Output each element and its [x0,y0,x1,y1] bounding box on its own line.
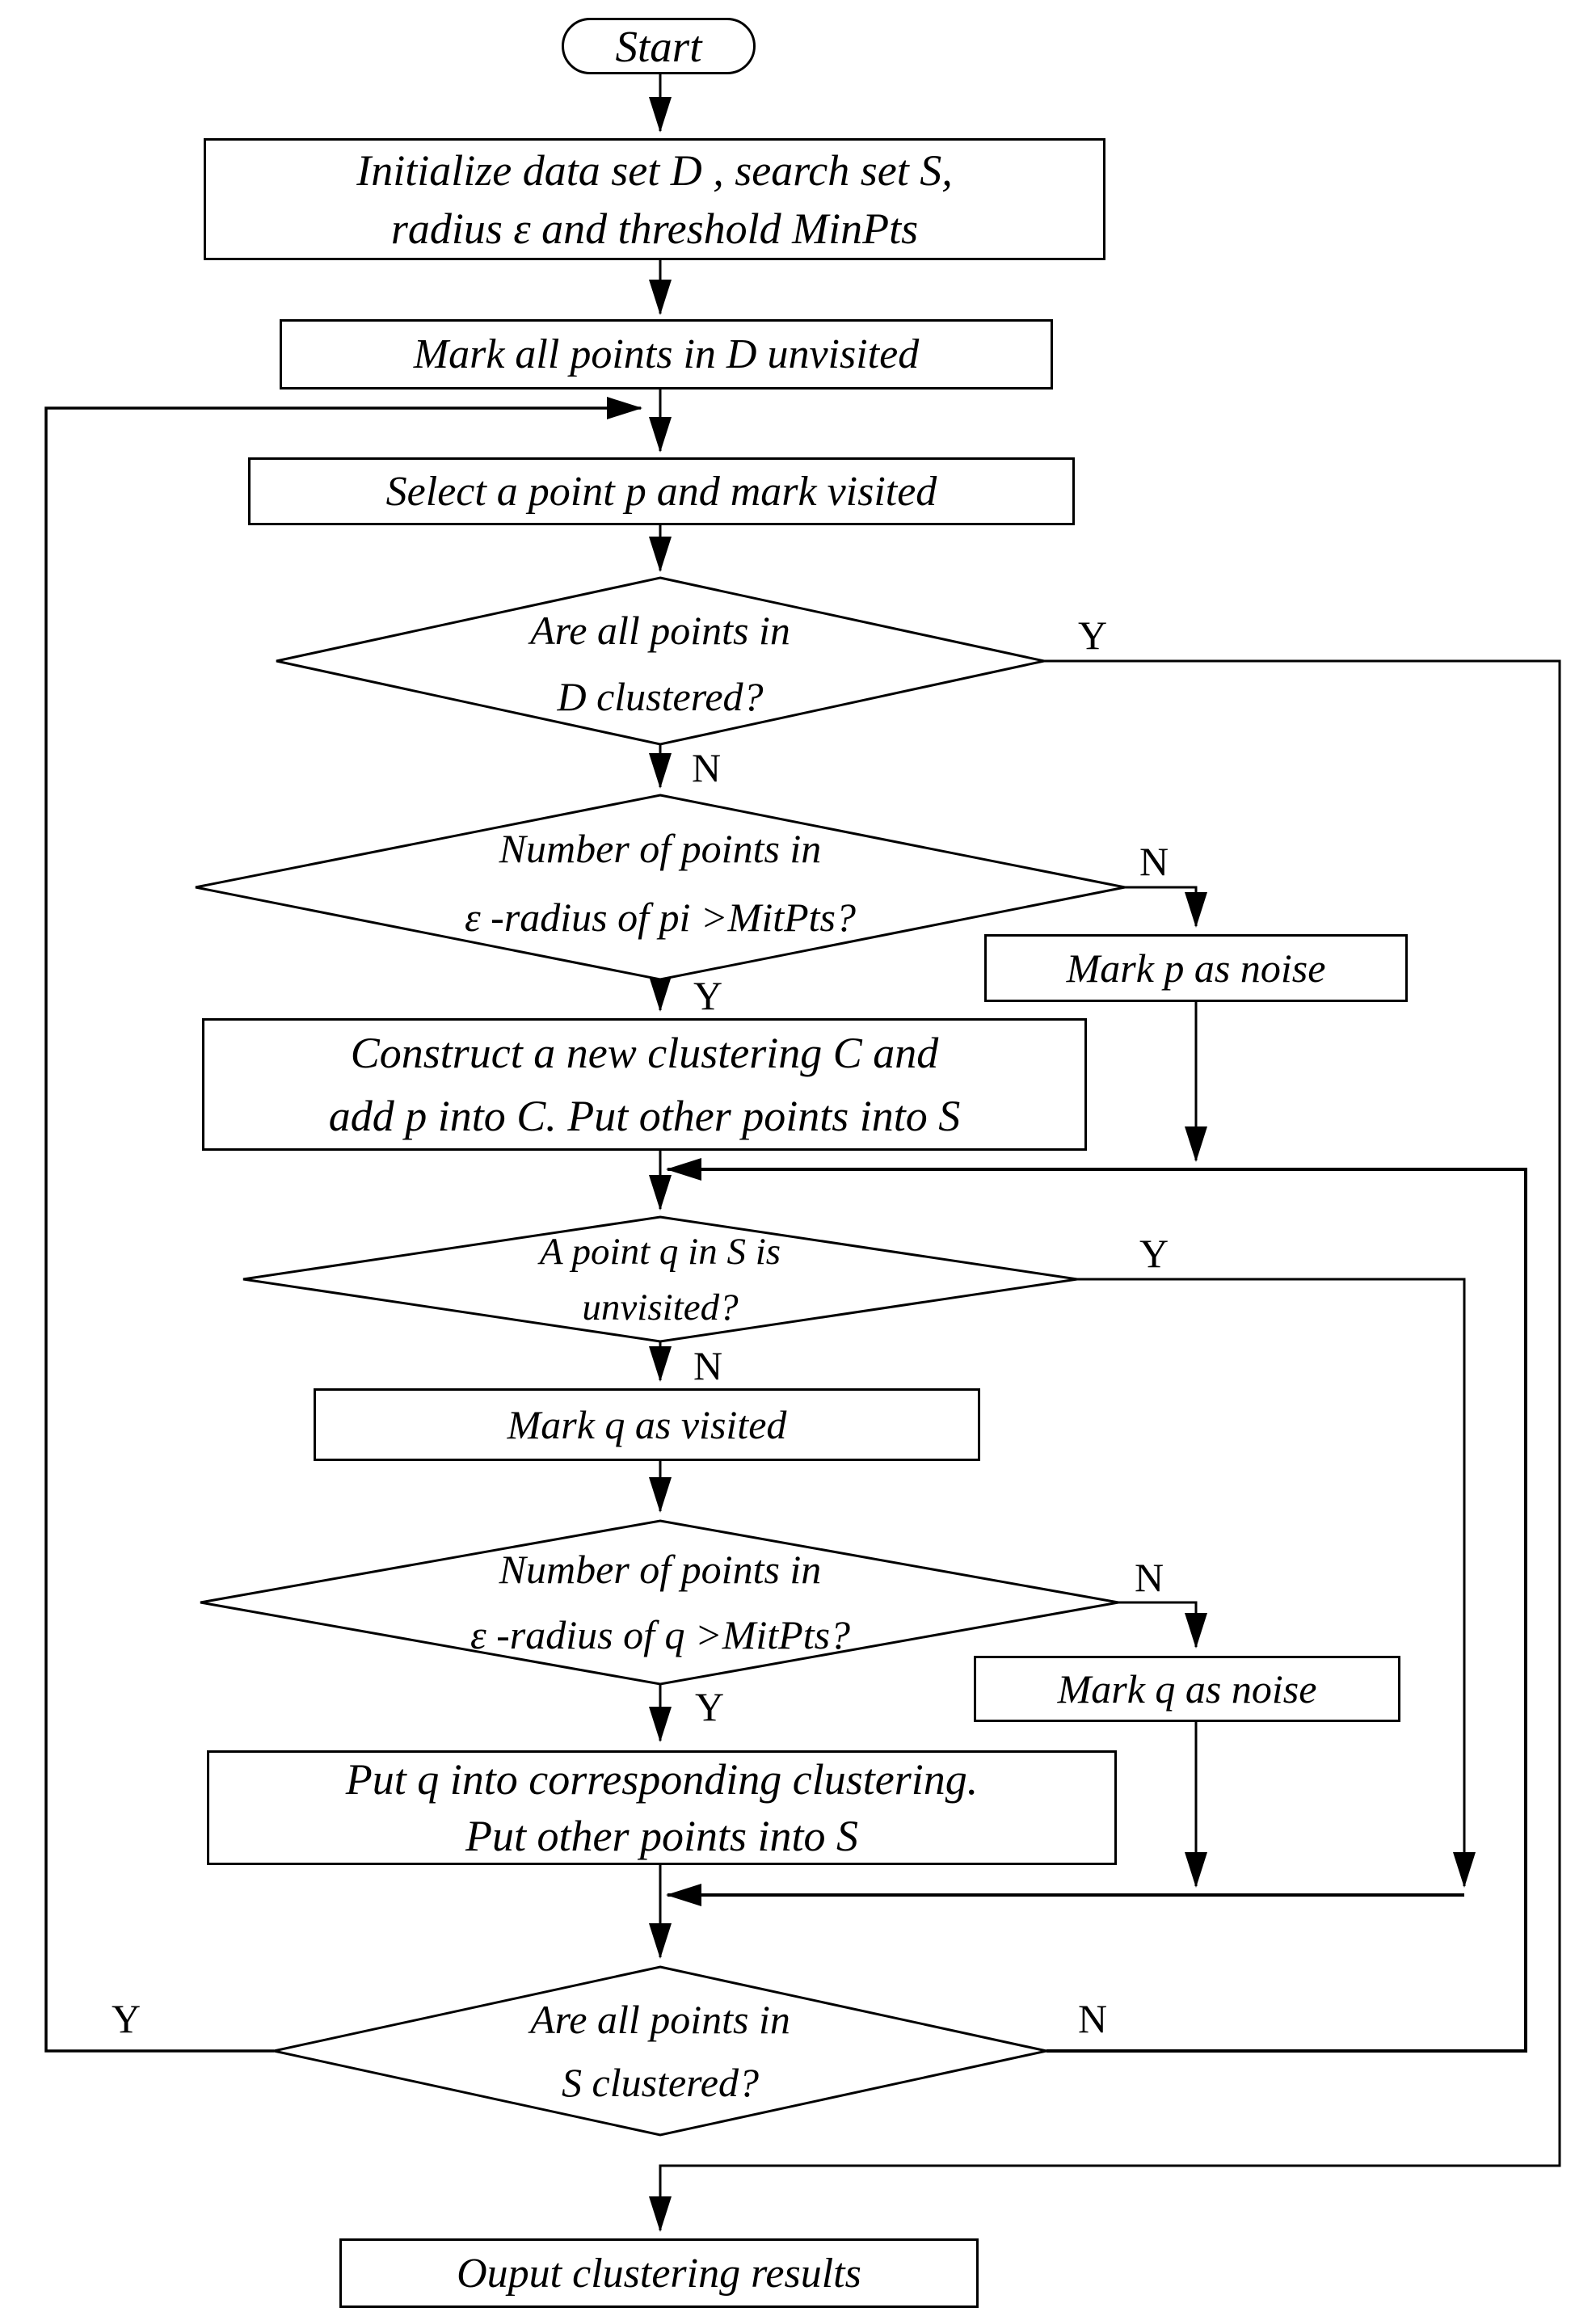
mark-p-noise-node: Mark p as noise [984,934,1408,1002]
put-q-line2: Put other points into S [465,1812,858,1860]
yes-label-s-clustered: Y [111,1996,141,2041]
yes-label-d-clustered: Y [1077,613,1108,658]
select-p-label: Select a point p and mark visited [385,468,937,515]
no-label-eps-q: N [1134,1555,1164,1600]
construct-c-node: Construct a new clustering C and add p i… [202,1018,1087,1151]
start-label: Start [615,21,702,71]
select-p-node: Select a point p and mark visited [248,457,1075,525]
decision-q-unvisited-text: A point q in S is unvisited? [377,1224,943,1336]
q-unvisited-line2: unvisited? [582,1286,739,1329]
edge-sclustered-n-to-merge1 [666,1158,1527,2053]
eps-q-line2: ε -radius of q >MitPts? [470,1612,851,1657]
put-q-line1: Put q into corresponding clustering. [345,1755,979,1804]
eps-p-line1: Number of points in [499,826,822,871]
mark-q-visited-label: Mark q as visited [507,1402,787,1447]
decision-eps-q-text: Number of points in ε -radius of q >MitP… [337,1537,983,1668]
d-clustered-line2: D clustered? [557,674,764,719]
output-node: Ouput clustering results [339,2238,979,2308]
mark-q-noise-node: Mark q as noise [974,1656,1400,1722]
mark-q-visited-node: Mark q as visited [314,1388,980,1461]
construct-c-line1: Construct a new clustering C and [350,1029,939,1077]
output-label: Ouput clustering results [457,2250,861,2297]
yes-label-eps-p: Y [693,973,723,1018]
decision-eps-p-shape [195,794,1126,981]
decision-d-clustered-shape [276,576,1045,746]
eps-q-line1: Number of points in [499,1547,822,1592]
yes-label-q-unvisited: Y [1139,1231,1169,1276]
mark-q-noise-label: Mark q as noise [1057,1666,1317,1712]
eps-p-line2: ε -radius of pi >MitPts? [464,895,856,940]
start-node: Start [562,18,756,74]
edge-dclustered-y-to-output [649,659,1561,2232]
no-label-eps-p: N [1139,839,1169,884]
construct-c-line2: add p into C. Put other points into S [328,1092,961,1140]
q-unvisited-line1: A point q in S is [539,1231,781,1273]
mark-p-noise-label: Mark p as noise [1066,945,1326,991]
init-node: Initialize data set D , search set S, ra… [204,138,1105,260]
edge-epsq-n-to-markqnoise [1118,1601,1207,1649]
edge-sclustered-y-loop [44,397,642,2053]
edge-epsp-n-to-markpnoise [1125,886,1207,928]
init-line2: radius ε and threshold MinPts [390,204,919,253]
no-label-q-unvisited: N [693,1343,723,1388]
init-line1: Initialize data set D , search set S, [356,145,953,195]
yes-label-eps-q: Y [694,1684,725,1729]
s-clustered-line2: S clustered? [562,2060,759,2105]
no-label-s-clustered: N [1077,1996,1108,2041]
decision-eps-q-shape [200,1519,1119,1686]
edge-qunvisited-y-to-merge2 [1077,1278,1476,1888]
mark-all-unvisited-label: Mark all points in D unvisited [413,331,920,377]
decision-eps-p-text: Number of points in ε -radius of pi >Mit… [337,815,983,952]
decision-d-clustered-text: Are all points in D clustered? [377,597,943,730]
put-q-node: Put q into corresponding clustering. Put… [207,1750,1117,1865]
s-clustered-line1: Are all points in [530,1997,790,2042]
no-label-d-clustered: N [691,745,722,790]
mark-all-unvisited-node: Mark all points in D unvisited [280,319,1053,390]
d-clustered-line1: Are all points in [530,608,790,653]
decision-s-clustered-text: Are all points in S clustered? [377,1988,943,2114]
decision-q-unvisited-shape [242,1215,1078,1343]
decision-s-clustered-shape [273,1965,1047,2137]
